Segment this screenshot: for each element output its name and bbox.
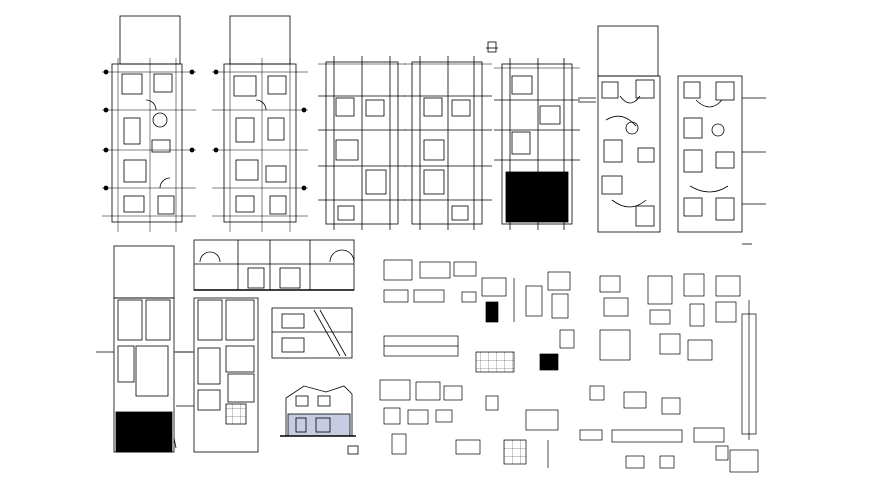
electrical-plan-2 (677, 75, 766, 245)
structural-plan-2 (404, 56, 492, 230)
side-section (271, 307, 353, 359)
plan-outline (677, 75, 743, 233)
structural-plan-3 (486, 41, 580, 230)
first-floor-plan (212, 15, 308, 232)
construction-details-right (599, 273, 759, 473)
hatched-slab (115, 411, 173, 453)
front-section (193, 239, 355, 291)
plan-outline (193, 297, 259, 453)
structural-plan-1 (318, 56, 406, 230)
front-elevation (280, 385, 359, 455)
garden-area (119, 15, 181, 65)
roof-plan-1 (96, 245, 192, 453)
hatched-slab (505, 171, 569, 223)
roof-plan-2 (176, 297, 259, 453)
stair (225, 403, 247, 425)
plan-outline (501, 63, 573, 225)
garden-area (113, 245, 175, 299)
plan-outline (111, 63, 183, 223)
construction-details-center (481, 271, 605, 468)
garden-area (229, 15, 291, 65)
plan-outline (223, 63, 297, 223)
plan-outline (597, 75, 661, 233)
ground-floor-plan (102, 15, 196, 232)
plan-outline (411, 61, 483, 225)
garden-area (597, 25, 659, 77)
construction-details-left (379, 259, 515, 455)
electrical-plan-1 (578, 25, 661, 233)
